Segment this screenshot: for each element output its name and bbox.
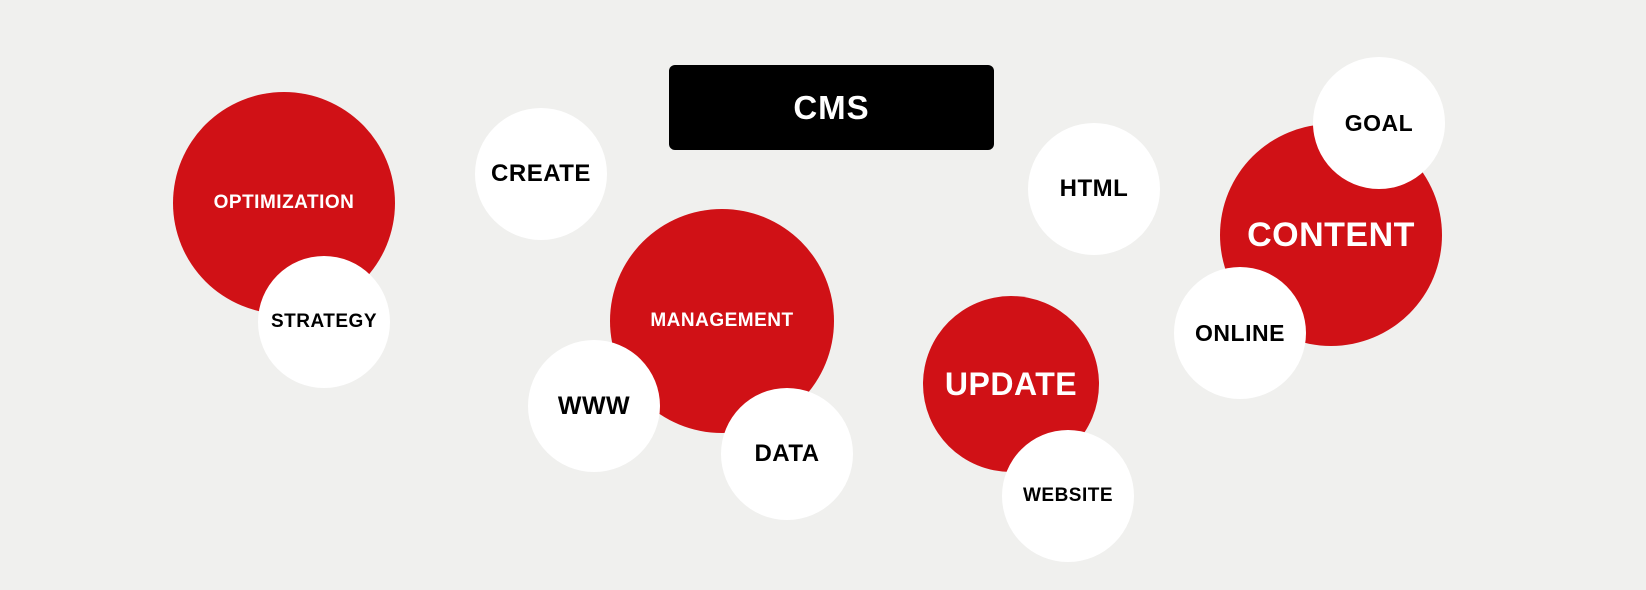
bubble-create: CREATE — [475, 108, 607, 240]
bubble-goal: GOAL — [1313, 57, 1445, 189]
bubble-html: HTML — [1028, 123, 1160, 255]
bubble-online: ONLINE — [1174, 267, 1306, 399]
bubble-website: WEBSITE — [1002, 430, 1134, 562]
cms-title-box: CMS — [669, 65, 994, 150]
bubble-data: DATA — [721, 388, 853, 520]
bubble-www: WWW — [528, 340, 660, 472]
bubble-strategy: STRATEGY — [258, 256, 390, 388]
